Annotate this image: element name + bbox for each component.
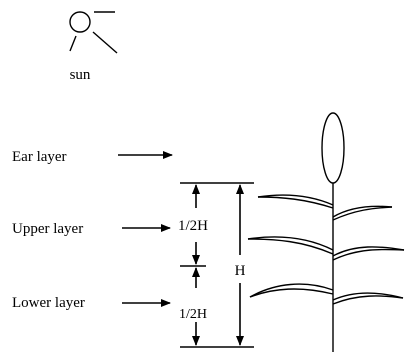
crop-plant-icon [247, 112, 405, 352]
lower-layer-label: Lower layer [12, 295, 85, 311]
plant-leaf-upper-right [332, 205, 393, 218]
lower-half-height-label: 1/2H [179, 307, 207, 322]
sun-label: sun [70, 67, 91, 83]
sun-icon [69, 11, 118, 54]
upper-layer-label: Upper layer [12, 221, 83, 237]
plant-leaf-low-left [249, 283, 334, 298]
total-height-label: H [235, 263, 246, 279]
plant-leaf-mid-right [332, 246, 405, 257]
plant-leaf-mid-left [247, 236, 334, 251]
ear-layer-label: Ear layer [12, 149, 67, 165]
plant-leaf-low-right [332, 292, 404, 301]
plant-ear [321, 112, 345, 184]
plant-leaf-upper-left [257, 194, 334, 206]
upper-half-height-label: 1/2H [178, 218, 208, 234]
